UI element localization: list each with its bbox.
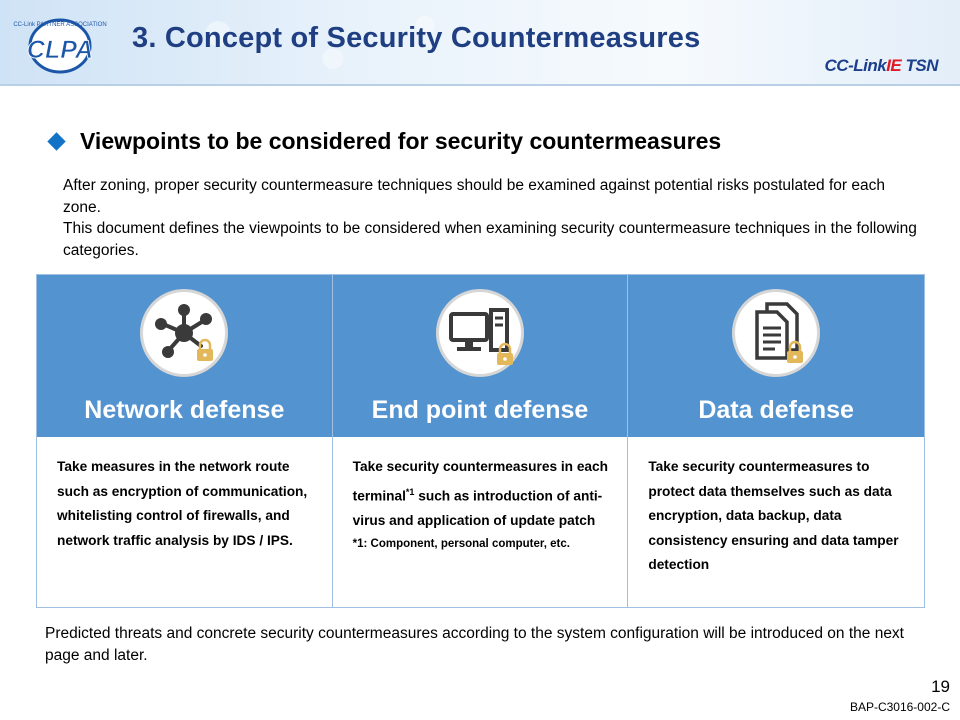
padlock-icon — [496, 342, 513, 365]
page-title: 3. Concept of Security Countermeasures — [132, 22, 701, 54]
closing-text: Predicted threats and concrete security … — [45, 625, 904, 664]
padlock-icon — [197, 338, 214, 361]
slide-header: CC-Link PARTNER ASSOCIATION CLPA 3. Conc… — [0, 0, 960, 86]
category-description: Take security countermeasures to protect… — [648, 459, 899, 572]
page-number: 19 — [931, 677, 950, 696]
clpa-logo-ring-text: CC-Link PARTNER ASSOCIATION — [13, 22, 106, 28]
footnote: *1: Component, personal computer, etc. — [352, 538, 570, 551]
section-heading-text: Viewpoints to be considered for security… — [80, 128, 722, 154]
description-text-continued: such as introduction of anti-virus and a… — [352, 488, 603, 528]
intro-paragraph-2: This document defines the viewpoints to … — [63, 220, 917, 259]
category-title: Data defense — [698, 396, 854, 424]
logo-part-ie: IE — [886, 56, 902, 75]
category-description: Take security countermeasures in each te… — [333, 437, 628, 607]
category-header: Network defense — [37, 275, 332, 437]
category-data-defense: Data defense Take security countermeasur… — [628, 275, 924, 607]
category-header: Data defense — [628, 275, 924, 437]
category-end-point-defense: End point defense Take security counterm… — [332, 275, 629, 607]
category-header: End point defense — [332, 275, 628, 437]
document-lock-icon — [732, 289, 821, 377]
intro-paragraph-1: After zoning, proper security countermea… — [63, 177, 885, 216]
cc-link-ie-tsn-logo: CC-LinkIE TSN — [824, 56, 939, 76]
network-lock-icon — [140, 289, 229, 377]
section-heading: Viewpoints to be considered for security… — [47, 128, 722, 155]
diamond-bullet-icon — [47, 132, 66, 151]
logo-part-cclink: CC-Link — [824, 56, 887, 75]
category-table: Network defense Take measures in the net… — [36, 274, 925, 608]
computer-lock-icon — [435, 289, 524, 377]
clpa-logo: CC-Link PARTNER ASSOCIATION CLPA — [13, 18, 107, 74]
description-text: Take security countermeasures in each te… — [352, 459, 609, 504]
intro-text: After zoning, proper security countermea… — [63, 175, 923, 261]
padlock-icon — [787, 340, 804, 363]
clpa-logo-text: CLPA — [27, 36, 93, 64]
footnote-marker: *1 — [405, 486, 415, 497]
header-pattern — [80, 0, 540, 84]
category-network-defense: Network defense Take measures in the net… — [37, 275, 333, 607]
category-title: End point defense — [371, 396, 589, 424]
document-id: BAP-C3016-002-C — [849, 700, 950, 714]
logo-part-tsn: TSN — [901, 56, 938, 75]
category-title: Network defense — [84, 396, 285, 424]
category-description: Take measures in the network route such … — [57, 459, 308, 548]
